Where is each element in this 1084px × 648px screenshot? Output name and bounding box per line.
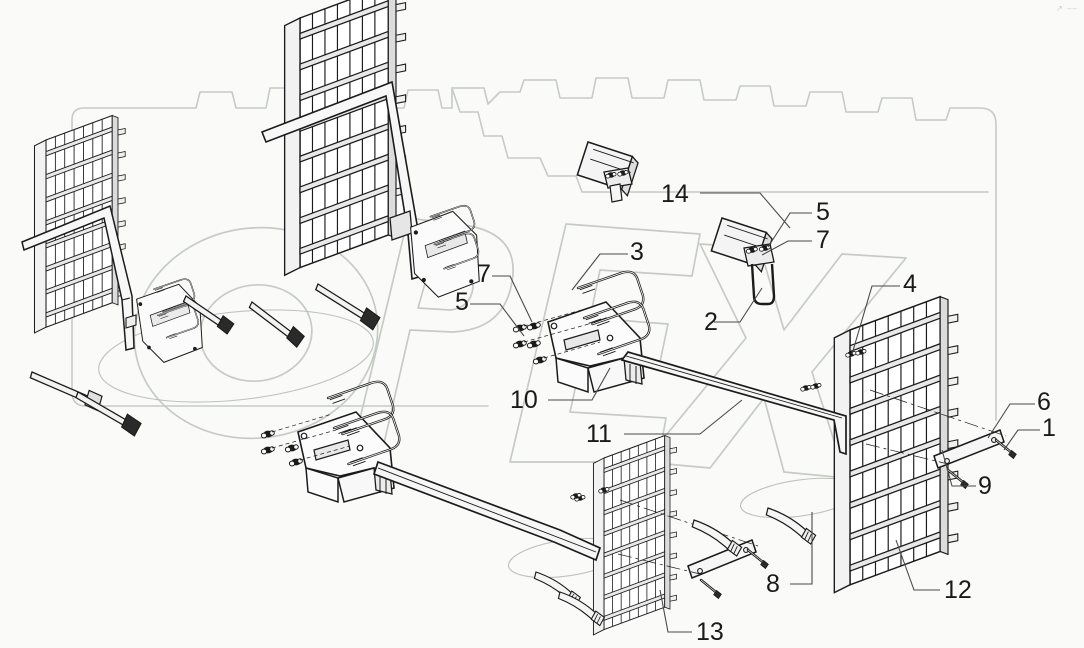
callout-7: 7 — [816, 226, 830, 254]
callout-1: 1 — [1042, 414, 1056, 442]
leader-line-4 — [851, 285, 900, 355]
tie-rod-part-b — [75, 391, 142, 437]
leader-line-7 — [492, 275, 533, 323]
callout-5: 5 — [816, 198, 830, 226]
watermark-gear-outline — [71, 77, 997, 197]
mesh-panel-lower-mid — [592, 435, 678, 636]
callout-3: 3 — [630, 238, 644, 266]
callout-8: 8 — [766, 570, 780, 598]
mesh-panel-upper-mid — [283, 0, 407, 277]
callout-4: 4 — [903, 270, 917, 298]
leader-line-11 — [624, 399, 743, 435]
leader-line-12 — [895, 539, 940, 591]
center-bracket-assembly — [547, 270, 651, 394]
leader-line-5 — [470, 303, 525, 337]
tie-rod-part-e — [182, 295, 235, 335]
angle-bracket-upper — [576, 141, 639, 198]
leader-line-14 — [700, 192, 791, 229]
clamp-hook-center — [687, 519, 746, 558]
corner-mark: ↗ –– — [1056, 4, 1078, 13]
support-arm-lower — [372, 460, 602, 562]
callout-7: 7 — [477, 260, 491, 288]
leader-line-5 — [767, 212, 812, 248]
leader-line-10 — [548, 367, 611, 401]
fastener-cluster-lower-left — [260, 413, 351, 467]
watermark-gear-teeth — [451, 87, 989, 193]
tie-rod-part-c — [314, 283, 381, 331]
callout-13: 13 — [696, 618, 724, 646]
bolt-lower-bottom — [695, 578, 725, 601]
leader-line-2 — [714, 287, 763, 323]
leader-line-3 — [571, 253, 628, 291]
callout-10: 10 — [510, 386, 538, 414]
callout-5: 5 — [455, 288, 469, 316]
angle-bracket-main-foot — [743, 243, 776, 306]
support-arm-far-left — [21, 204, 137, 351]
tie-rod-part-d — [248, 301, 305, 349]
leader-line-8 — [790, 512, 813, 585]
callout-9: 9 — [978, 472, 992, 500]
support-arm-upper-mid — [260, 80, 423, 281]
fastener-cluster-center — [512, 305, 601, 365]
clamp-hook-right — [761, 507, 820, 546]
callout-14: 14 — [661, 180, 689, 208]
leader-line-6 — [987, 403, 1035, 439]
bracket-assembly-upper-mid — [410, 204, 480, 298]
callout-6: 6 — [1037, 388, 1051, 416]
callout-2: 2 — [704, 308, 718, 336]
leader-line-1 — [1003, 429, 1040, 451]
leader-line-13 — [659, 589, 692, 633]
support-arm-main-11 — [620, 351, 847, 456]
angle-bracket-upper-foot — [603, 167, 633, 203]
leader-line-9 — [941, 449, 976, 487]
mesh-panel-right — [833, 295, 959, 594]
angle-bracket-main — [710, 217, 773, 274]
callout-11: 11 — [586, 420, 612, 448]
callout-leader-lines — [470, 192, 1040, 633]
bracket-assembly-far-left — [136, 278, 203, 363]
callout-12: 12 — [944, 576, 972, 604]
flat-strap-bar-right — [865, 389, 1020, 491]
lower-left-bracket-assembly — [297, 380, 401, 504]
leader-line-7 — [761, 240, 812, 256]
